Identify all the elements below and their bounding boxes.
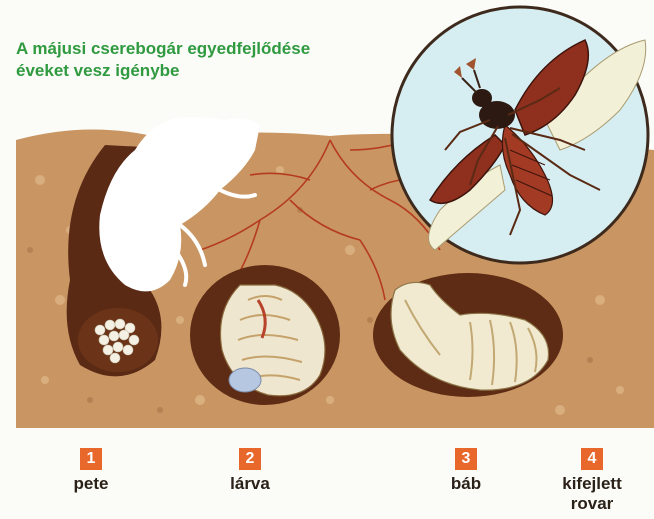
stage-number-badge: 2 <box>239 448 261 470</box>
stage-1: 1 pete <box>62 448 120 494</box>
stage-number-badge: 1 <box>80 448 102 470</box>
egg-chamber <box>78 308 158 372</box>
stage-name-larva: lárva <box>216 474 284 494</box>
adult-beetle-circle <box>392 7 648 263</box>
stage-4: 4 kifejlett rovar <box>544 448 640 514</box>
stage-name-egg: pete <box>62 474 120 494</box>
stage-name-adult: kifejlett rovar <box>544 474 640 514</box>
stage-2: 2 lárva <box>216 448 284 494</box>
stage-3: 3 báb <box>437 448 495 494</box>
stage-number-badge: 3 <box>455 448 477 470</box>
stage-name-pupa: báb <box>437 474 495 494</box>
stage-number-badge: 4 <box>581 448 603 470</box>
